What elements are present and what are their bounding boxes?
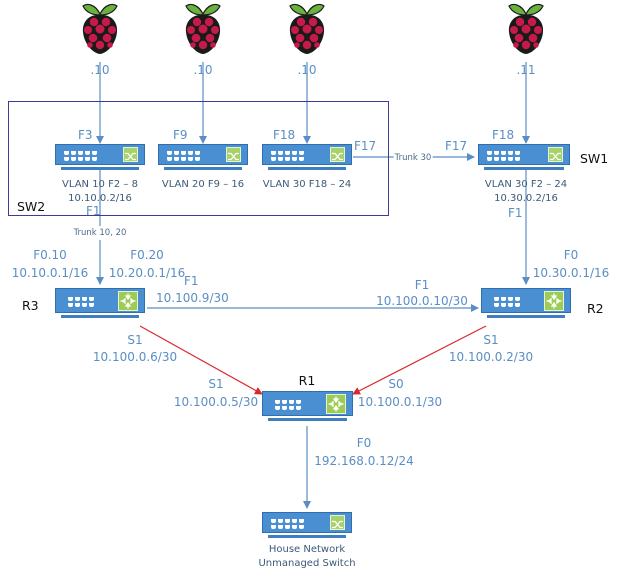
pi-host-label: .10: [297, 63, 317, 77]
ethernet-ports-icon: [494, 296, 520, 307]
switch-caption: House Network: [268, 544, 346, 555]
switch-caption: Unmanaged Switch: [258, 558, 356, 569]
router-body: [55, 288, 145, 313]
switch-caption: VLAN 30 F18 – 24: [262, 179, 352, 190]
port-label: F18: [273, 128, 296, 142]
raspberry-pi-icon[interactable]: [286, 2, 328, 60]
router-arrows-icon: [544, 290, 564, 311]
switch-crossover-icon: [548, 147, 563, 162]
port-label: F9: [173, 128, 188, 142]
port-label: S0: [388, 377, 404, 391]
switch-caption: VLAN 20 F9 – 16: [161, 179, 245, 190]
ethernet-ports-icon: [271, 150, 304, 161]
switch-caption: VLAN 10 F2 – 8: [62, 179, 138, 190]
link-r3-r1-serial: [139, 325, 263, 395]
trunk-label: Trunk 30: [393, 151, 433, 165]
switch-base: [268, 535, 346, 538]
ethernet-ports-icon: [271, 518, 304, 529]
r1-router[interactable]: [262, 391, 353, 421]
port-label: F0.10: [33, 248, 67, 262]
ethernet-ports-icon: [68, 296, 94, 307]
port-label: S1: [127, 333, 143, 347]
port-label: F17: [354, 139, 377, 153]
ip-label: 192.168.0.12/24: [314, 454, 414, 468]
switch-body: [262, 512, 352, 533]
router-arrows-icon: [326, 393, 346, 414]
port-label: F1: [184, 274, 199, 288]
switch-body: [158, 144, 248, 165]
sw2-vlan30-switch[interactable]: [262, 144, 352, 170]
port-label: F1: [508, 206, 523, 220]
port-label: F0.20: [130, 248, 164, 262]
ip-label: 10.100.9/30: [156, 291, 229, 305]
port-label: F3: [78, 128, 93, 142]
link-r2-r1-serial: [352, 325, 487, 395]
router-arrows-icon: [118, 290, 138, 311]
raspberry-pi-icon[interactable]: [505, 2, 547, 60]
router-base: [61, 315, 139, 318]
switch-body: [55, 144, 145, 165]
ethernet-ports-icon: [64, 150, 97, 161]
ip-label: 10.100.0.10/30: [376, 294, 468, 308]
raspberry-pi-icon[interactable]: [182, 2, 224, 60]
router-base: [487, 315, 565, 318]
pi-host-label: .10: [193, 63, 213, 77]
sw1-switch[interactable]: [478, 144, 570, 170]
switch-body: [478, 144, 570, 165]
port-label: F18: [492, 128, 515, 142]
port-label: S1: [483, 333, 499, 347]
ethernet-ports-icon: [167, 150, 200, 161]
switch-base: [268, 167, 346, 170]
device-name-r1: R1: [298, 373, 316, 388]
port-label: F17: [445, 139, 468, 153]
trunk-label: Trunk 10, 20: [72, 226, 128, 240]
port-label: F0: [356, 436, 372, 450]
ip-label: 10.10.0.1/16: [11, 266, 89, 280]
ip-label: 10.100.0.2/30: [448, 350, 534, 364]
ip-label: 10.30.0.1/16: [532, 266, 610, 280]
router-body: [262, 391, 353, 416]
ip-label: 10.100.0.1/30: [357, 395, 443, 409]
switch-base: [484, 167, 564, 170]
ethernet-ports-icon: [275, 399, 301, 410]
sw2-vlan20-switch[interactable]: [158, 144, 248, 170]
device-name-sw1: SW1: [580, 151, 609, 166]
device-name-sw2: SW2: [17, 199, 46, 214]
switch-base: [61, 167, 139, 170]
switch-crossover-icon: [123, 147, 138, 162]
ethernet-ports-icon: [487, 150, 520, 161]
device-name-r2: R2: [587, 301, 604, 316]
ip-label: 10.100.0.6/30: [92, 350, 178, 364]
house-network-switch[interactable]: [262, 512, 352, 538]
port-label: S1: [208, 377, 224, 391]
switch-ip: 10.30.0.2/16: [494, 193, 558, 204]
switch-base: [164, 167, 242, 170]
ip-label: 10.100.0.5/30: [173, 395, 259, 409]
port-label: F1: [414, 278, 430, 292]
sw2-vlan10-switch[interactable]: [55, 144, 145, 170]
switch-ip: 10.10.0.2/16: [68, 193, 132, 204]
switch-crossover-icon: [226, 147, 241, 162]
r3-router[interactable]: [55, 288, 145, 318]
r2-router[interactable]: [481, 288, 571, 318]
sw2-group-box: [8, 101, 389, 216]
device-name-r3: R3: [22, 298, 39, 313]
router-base: [268, 418, 347, 421]
switch-crossover-icon: [330, 515, 345, 530]
router-body: [481, 288, 571, 313]
switch-crossover-icon: [330, 147, 345, 162]
ip-label: 10.20.0.1/16: [108, 266, 186, 280]
pi-host-label: .10: [90, 63, 110, 77]
pi-host-label: .11: [516, 63, 536, 77]
switch-body: [262, 144, 352, 165]
raspberry-pi-icon[interactable]: [79, 2, 121, 60]
port-label: F1: [86, 204, 101, 218]
port-label: F0: [563, 248, 579, 262]
switch-caption: VLAN 30 F2 – 24: [484, 179, 568, 190]
